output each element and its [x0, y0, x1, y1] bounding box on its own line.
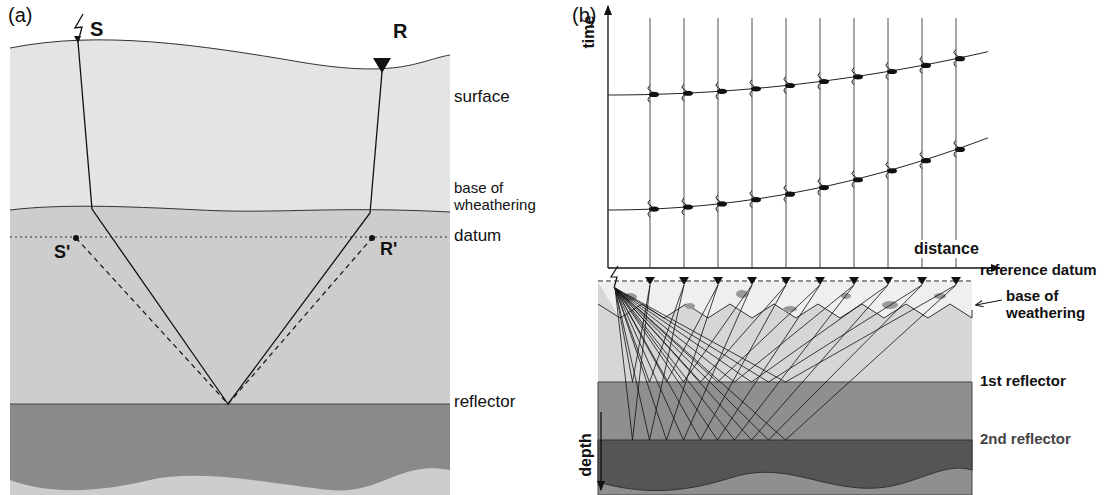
source-arrow: [74, 36, 81, 43]
weathered-layer: [10, 40, 450, 495]
receiver-symbol: [849, 277, 859, 285]
label-text: 2nd reflector: [980, 431, 1071, 448]
ray-path: [615, 285, 854, 440]
trace-line: [718, 18, 719, 268]
receiver-symbol: [781, 277, 791, 285]
wavelet-lobe: [887, 69, 897, 74]
receiver-symbol: [815, 277, 825, 285]
wavelet-lobe: [921, 158, 931, 163]
label-text: surface: [454, 88, 510, 107]
ray-path: [615, 285, 888, 440]
wavelet-lobe: [921, 63, 931, 68]
trace-line: [922, 18, 923, 268]
reflection-hyperbola: [608, 138, 988, 210]
wavelet-lobe: [785, 83, 795, 88]
wavelet-lobe: [717, 201, 727, 206]
datum-source-dot: [73, 235, 79, 241]
label-text: R: [393, 20, 407, 42]
consolidated-layer: [10, 206, 450, 495]
wavelet-lobe: [717, 89, 727, 94]
datum-receiver-dot: [369, 235, 375, 241]
wavelet-lobe: [819, 185, 829, 190]
wavelet-lobe: [819, 79, 829, 84]
trace-line: [820, 18, 821, 268]
deep-layer: [10, 404, 450, 490]
label-text: base of weathering: [1006, 288, 1096, 321]
receiver-symbol: [951, 277, 961, 285]
ray-path: [78, 42, 382, 404]
weathering-blob: [736, 290, 748, 298]
trace-line: [854, 18, 855, 268]
source-symbol: [75, 14, 83, 42]
receiver-symbol: [713, 277, 723, 285]
trace-line: [752, 18, 753, 268]
ray-path: [615, 285, 820, 440]
ray-path: [615, 285, 956, 440]
label-text: 1st reflector: [980, 373, 1066, 390]
consolidated-layer: [598, 282, 972, 495]
trace-line: [650, 18, 651, 268]
wavelet-lobe: [649, 207, 659, 212]
wavelet-lobe: [887, 168, 897, 173]
label-text: depth: [577, 433, 595, 477]
depth-axis: [600, 412, 601, 490]
trace-line: [786, 18, 787, 268]
second-layer: [598, 440, 972, 491]
label-text: (a): [8, 4, 32, 26]
wavelet-lobe: [955, 56, 965, 61]
label-text: S': [54, 243, 70, 263]
datum-ray-path: [76, 238, 372, 404]
label-text: datum: [454, 227, 501, 246]
trace-line: [888, 18, 889, 268]
label-text: reflector: [454, 393, 515, 412]
label-text: time: [580, 16, 598, 49]
receiver-symbol: [917, 277, 927, 285]
wavelet-lobe: [751, 197, 761, 202]
receiver-symbol: [747, 277, 757, 285]
reflector-line: [10, 404, 450, 405]
leader-line: [976, 300, 1002, 305]
receiver-symbol: [645, 277, 655, 285]
distance-axis: [608, 267, 1000, 268]
receiver-symbol: [373, 58, 391, 73]
reflection-hyperbola: [608, 52, 988, 95]
label-text: reference datum: [980, 262, 1097, 279]
first-layer: [598, 382, 972, 495]
wavelet-lobe: [955, 147, 965, 152]
label-text: R': [380, 240, 397, 260]
wavelet-lobe: [751, 86, 761, 91]
wavelet-lobe: [649, 92, 659, 97]
weathering-base-line: [10, 206, 450, 212]
weathering-blob: [685, 303, 695, 309]
wavelet-lobe: [785, 192, 795, 197]
label-text: distance: [912, 240, 981, 258]
trace-line: [956, 18, 957, 268]
time-axis: [607, 6, 608, 268]
wavelet-lobe: [683, 91, 693, 96]
ray-path: [615, 285, 922, 440]
wavelet-lobe: [853, 177, 863, 182]
receiver-symbol: [679, 277, 689, 285]
label-text: base of wheathering: [454, 180, 554, 213]
source-symbol: [611, 266, 618, 288]
receiver-symbol: [883, 277, 893, 285]
wavelet-lobe: [683, 205, 693, 210]
wavelet-lobe: [853, 74, 863, 79]
trace-line: [684, 18, 685, 268]
label-text: S: [90, 18, 103, 40]
weathering-base-line: [598, 304, 972, 318]
